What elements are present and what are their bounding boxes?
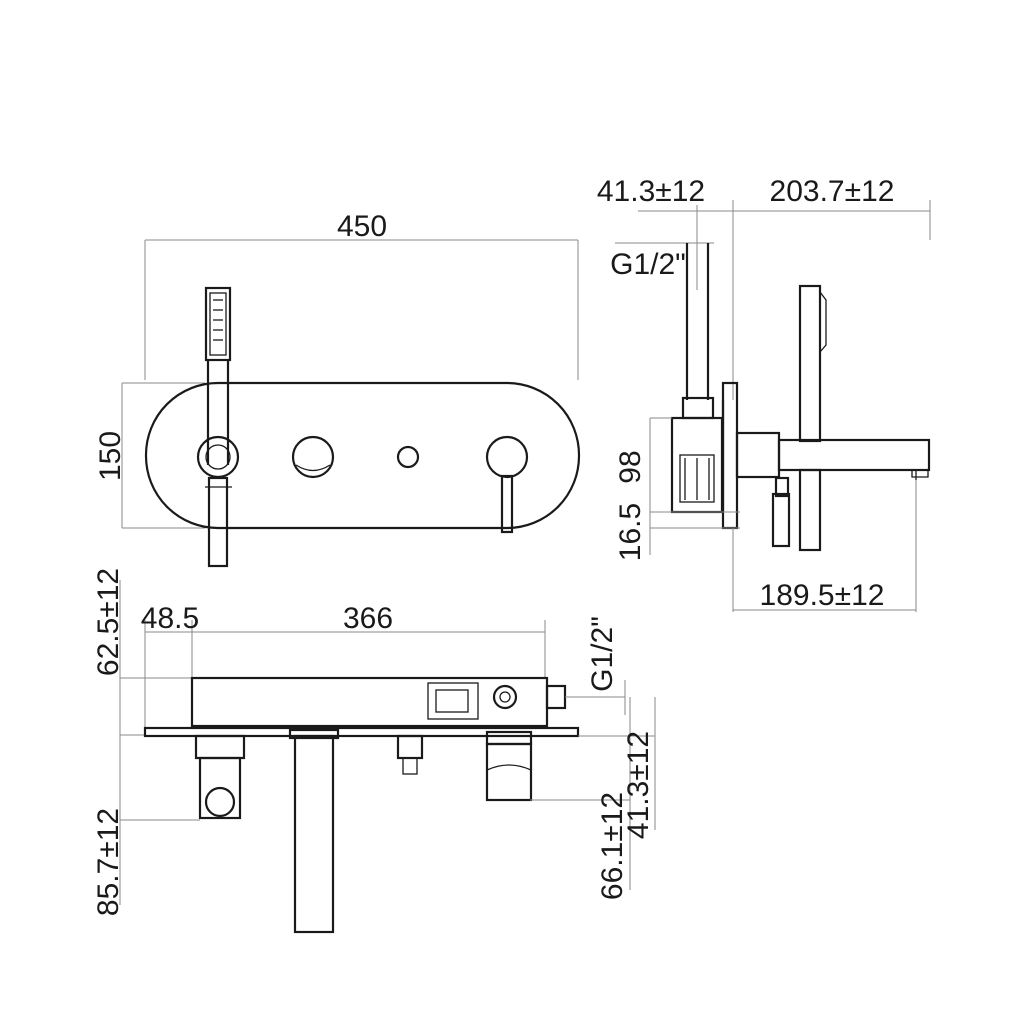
dim-top-left-offset: 48.5 [141,602,199,635]
dim-top-offset-a: 41.3±12 [622,731,655,839]
dim-top-depth: 62.5±12 [92,568,125,676]
dim-side-offset-top: 41.3±12 [597,175,705,208]
top-view: 48.5 366 62.5±12 G1/2" [92,568,656,934]
side-view: 41.3±12 203.7±12 G1/2" 189 [597,175,931,612]
small-button [396,445,420,469]
front-plate [144,381,581,530]
top-spout [293,734,335,934]
diverter-knob [291,435,335,479]
dim-side-depth-bottom: 189.5±12 [760,579,885,612]
dim-top-thread: G1/2" [586,616,619,692]
dim-side-base: 16.5 [614,503,647,561]
top-wall-plate [143,726,580,738]
dim-front-width: 450 [337,210,387,243]
dim-side-depth-top: 203.7±12 [770,175,895,208]
spout [777,438,931,472]
dim-top-drop: 85.7±12 [92,808,125,916]
mixer-lever [485,435,529,479]
dim-side-thread: G1/2" [610,248,686,281]
top-valve-body [190,676,549,728]
dim-top-offset-b: 66.1±12 [596,792,629,900]
side-hand-shower [798,284,822,443]
holder-circle [196,435,240,479]
dim-top-length: 366 [343,602,393,635]
dim-side-height: 98 [614,450,647,483]
dim-front-height: 150 [94,431,127,481]
front-view: 450 150 [94,210,581,568]
